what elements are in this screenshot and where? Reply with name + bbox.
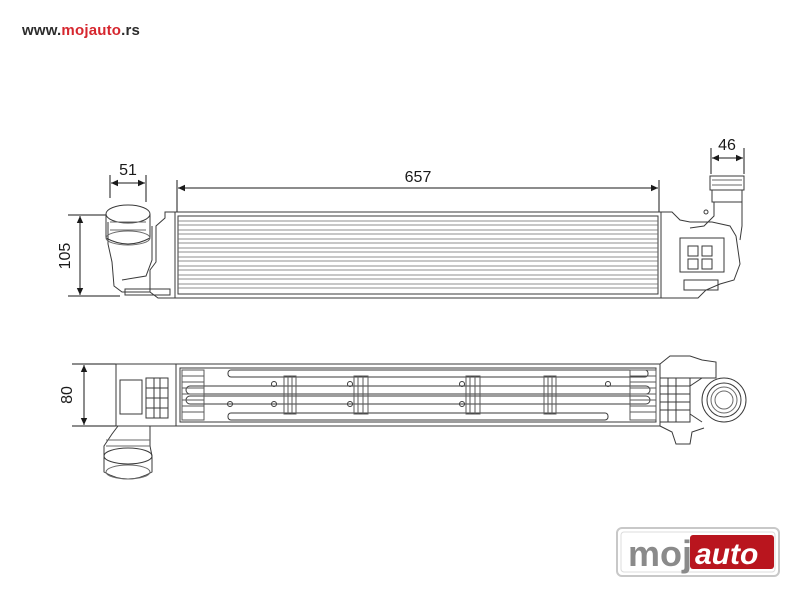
dim-core-length: 657 [405, 169, 432, 186]
front-view [105, 175, 745, 299]
top-view [103, 355, 747, 480]
dim-inlet-width: 51 [119, 162, 137, 179]
logo-text-auto: auto [695, 538, 758, 571]
dim-depth: 80 [59, 386, 76, 404]
end-grids [181, 369, 657, 421]
dim-outlet-width: 46 [718, 137, 736, 154]
dimension-lines [68, 148, 745, 427]
cross-ribs [283, 375, 557, 415]
logo-text-moj: moj [628, 533, 692, 574]
url-prefix: www. [22, 22, 62, 39]
core-fins [178, 220, 658, 289]
dim-height: 105 [57, 243, 74, 270]
mojauto-logo[interactable]: moj auto [616, 527, 780, 577]
url-suffix: .rs [121, 22, 141, 39]
url-brand: mojauto [61, 22, 122, 39]
site-url[interactable]: www.mojauto.rs [22, 22, 140, 39]
